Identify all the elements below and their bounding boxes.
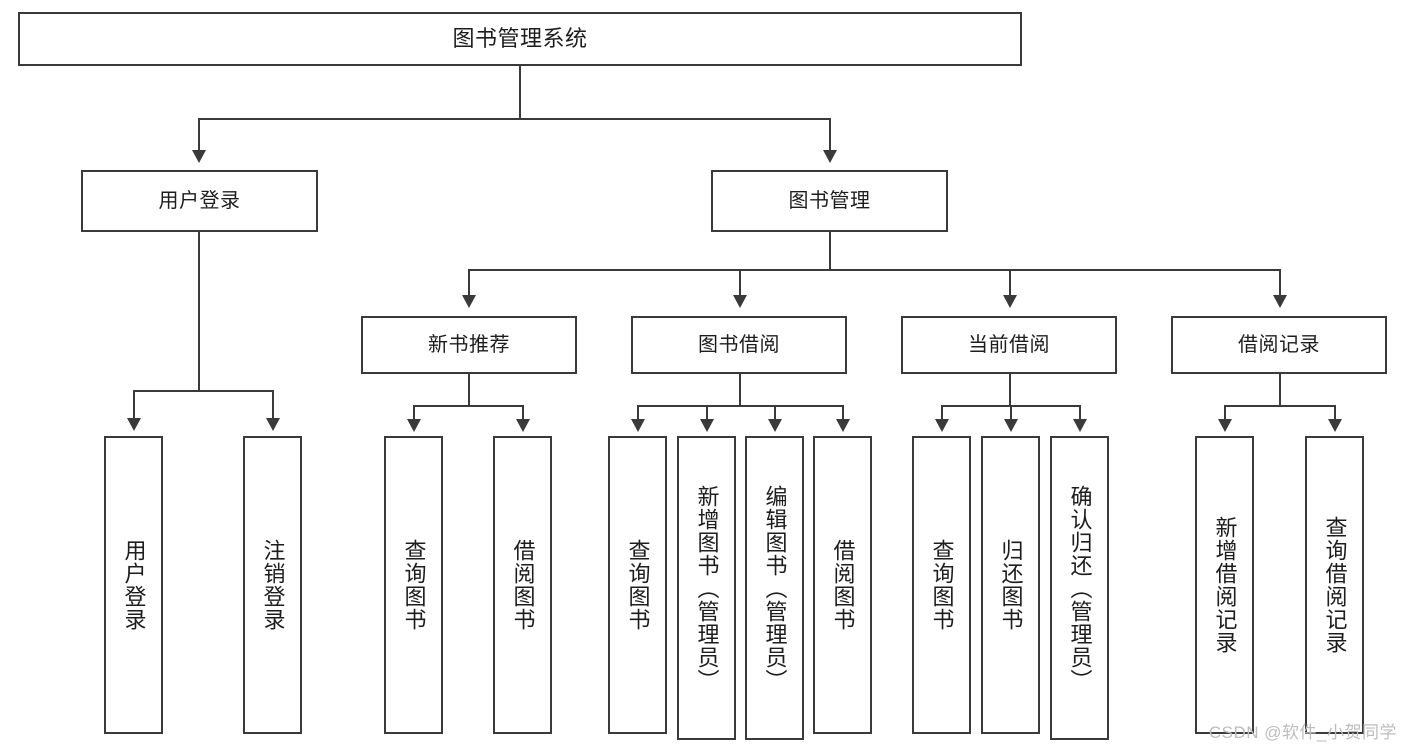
connector-book-mgmt-to-borrow [739,269,741,297]
connector-book-borrow-stem [739,374,741,405]
arrowhead-leaf-borrow-book-2 [836,419,850,432]
csdn-watermark: CSDN @软件_小贺同学 [1208,723,1397,742]
node-user-login[interactable]: 用户登录 [81,170,318,232]
arrowhead-borrow-record [1273,295,1287,308]
leaf-add-book-admin[interactable]: 新增图书（管理员） [677,436,736,740]
node-label: 借阅图书 [510,539,536,631]
connector-book-borrow-to-leaf-4 [842,405,844,421]
connector-root-bus [198,118,830,120]
connector-user-login-to-leaf-2 [272,390,274,420]
connector-borrow-record-stem [1279,374,1281,405]
connector-borrow-record-to-leaf-1 [1224,405,1226,421]
node-label: 借阅记录 [1238,334,1320,356]
leaf-confirm-return-admin[interactable]: 确认归还（管理员） [1050,436,1109,740]
node-label: 新增图书（管理员） [694,484,720,692]
node-label: 确认归还（管理员） [1067,484,1093,692]
arrowhead-leaf-edit-book [768,419,782,432]
connector-user-login-bus [133,390,273,392]
arrowhead-new-book-recommend [462,295,476,308]
connector-new-book-to-leaf-2 [522,405,524,421]
node-label: 编辑图书（管理员） [762,484,788,692]
leaf-query-borrow-record[interactable]: 查询借阅记录 [1305,436,1364,734]
connector-new-book-to-leaf-1 [413,405,415,421]
arrowhead-user-login [192,150,206,163]
arrowhead-current-borrow [1003,295,1017,308]
connector-new-book-stem [468,374,470,405]
arrowhead-leaf-borrow-book-1 [516,419,530,432]
node-label: 用户登录 [158,190,241,212]
connector-borrow-record-bus [1224,405,1335,407]
connector-book-mgmt-bus [468,269,1280,271]
leaf-return-book[interactable]: 归还图书 [981,436,1040,734]
node-label: 归还图书 [998,539,1024,631]
connector-current-borrow-stem [1009,374,1011,405]
node-label: 新书推荐 [428,334,510,356]
node-label: 图书管理 [788,190,871,212]
leaf-add-borrow-record[interactable]: 新增借阅记录 [1195,436,1254,734]
connector-book-mgmt-stem [829,232,831,269]
arrowhead-book-borrow [733,295,747,308]
arrowhead-leaf-user-login [127,418,141,431]
node-borrow-record[interactable]: 借阅记录 [1171,316,1387,374]
connector-book-mgmt-to-current [1009,269,1011,297]
arrowhead-leaf-logout [266,418,280,431]
leaf-borrow-book[interactable]: 借阅图书 [813,436,872,734]
node-current-borrow[interactable]: 当前借阅 [901,316,1117,374]
connector-book-mgmt-to-new-book [468,269,470,297]
leaf-borrow-book-recommend[interactable]: 借阅图书 [493,436,552,734]
connector-root-to-book-mgmt [829,118,831,152]
connector-user-login-stem [198,232,200,390]
connector-book-borrow-to-leaf-1 [637,405,639,421]
connector-book-mgmt-to-record [1279,269,1281,297]
connector-current-borrow-to-leaf-1 [941,405,943,421]
node-new-book-recommend[interactable]: 新书推荐 [361,316,577,374]
arrowhead-leaf-add-record [1218,419,1232,432]
node-label: 新增借阅记录 [1212,516,1238,654]
node-label: 用户登录 [121,539,147,631]
connector-borrow-record-to-leaf-2 [1334,405,1336,421]
leaf-query-book-recommend[interactable]: 查询图书 [384,436,443,734]
node-label: 查询图书 [929,539,955,631]
node-book-borrow[interactable]: 图书借阅 [631,316,847,374]
arrowhead-leaf-return-book [1004,419,1018,432]
node-label: 图书借阅 [698,334,780,356]
connector-root-to-user-login [198,118,200,152]
arrowhead-leaf-query-book-3 [935,419,949,432]
leaf-edit-book-admin[interactable]: 编辑图书（管理员） [745,436,804,740]
node-label: 借阅图书 [830,539,856,631]
connector-book-borrow-to-leaf-3 [774,405,776,421]
leaf-user-login[interactable]: 用户登录 [104,436,163,734]
arrowhead-leaf-query-book-1 [407,419,421,432]
connector-current-borrow-to-leaf-2 [1010,405,1012,421]
arrowhead-book-mgmt [823,150,837,163]
arrowhead-leaf-query-record [1328,419,1342,432]
node-root-system[interactable]: 图书管理系统 [18,12,1022,66]
node-book-management[interactable]: 图书管理 [711,170,948,232]
node-label: 查询图书 [401,539,427,631]
connector-book-borrow-to-leaf-2 [706,405,708,421]
node-label: 注销登录 [260,539,286,631]
connector-book-borrow-bus [637,405,843,407]
connector-current-borrow-to-leaf-3 [1079,405,1081,421]
node-label: 查询借阅记录 [1322,516,1348,654]
arrowhead-leaf-confirm-return [1073,419,1087,432]
arrowhead-leaf-query-book-2 [631,419,645,432]
connector-user-login-to-leaf-1 [133,390,135,420]
leaf-query-book-current[interactable]: 查询图书 [912,436,971,734]
connector-new-book-bus [413,405,523,407]
leaf-logout[interactable]: 注销登录 [243,436,302,734]
node-label: 图书管理系统 [452,25,588,51]
node-label: 当前借阅 [968,334,1050,356]
leaf-query-book-borrow[interactable]: 查询图书 [608,436,667,734]
arrowhead-leaf-add-book [700,419,714,432]
node-label: 查询图书 [625,539,651,631]
connector-root-stem [519,66,521,118]
